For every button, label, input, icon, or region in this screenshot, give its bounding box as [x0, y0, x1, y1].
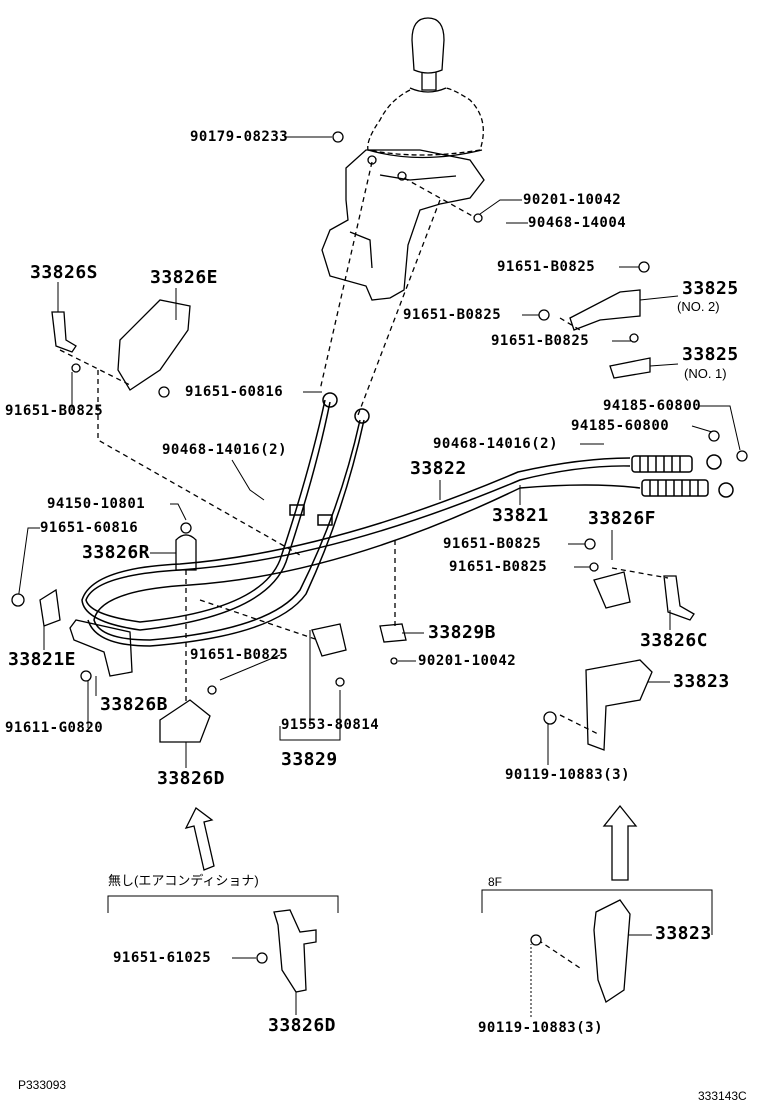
part-label: 33829 [281, 749, 338, 770]
part-label: 91651-B0825 [497, 259, 596, 275]
part-note: (NO. 1) [684, 366, 727, 381]
shift-knob [409, 17, 447, 93]
part-label: 90201-10042 [523, 192, 622, 208]
brackets [39, 289, 695, 1003]
part-label: 33826R [82, 542, 151, 563]
diagram-code-right: 333143C [698, 1089, 747, 1103]
part-label: 90179-08233 [190, 129, 289, 145]
part-label: 33829B [428, 622, 497, 643]
variant-label: 8F [488, 875, 503, 889]
part-label: 90468-14016(2) [162, 442, 288, 458]
shift-cables [81, 392, 734, 647]
shift-boot [367, 87, 484, 159]
part-label: 91611-G0820 [5, 720, 104, 736]
part-label: 33826D [157, 768, 226, 789]
leader-lines [17, 136, 741, 1017]
variant-label: 無し(エアコンディショナ) [108, 873, 259, 888]
diagram-code-left: P333093 [18, 1078, 67, 1092]
part-note: (NO. 2) [677, 299, 720, 314]
part-label: 33821E [8, 649, 77, 670]
part-label: 90119-10883(3) [478, 1020, 604, 1036]
part-label: 33826E [150, 267, 219, 288]
part-label: 90468-14016(2) [433, 436, 559, 452]
part-label: 91651-61025 [113, 950, 212, 966]
arrow-icons [184, 804, 638, 881]
part-label: 94185-60800 [603, 398, 702, 414]
bolt-icons [11, 131, 748, 964]
part-label: 91651-60816 [40, 520, 139, 536]
part-label: 91651-B0825 [449, 559, 548, 575]
part-label: 91651-B0825 [190, 647, 289, 663]
part-label: 33826S [30, 262, 99, 283]
part-label: 90119-10883(3) [505, 767, 631, 783]
part-label: 33826C [640, 630, 709, 651]
part-label: 33825 [682, 344, 739, 365]
part-label: 94150-10801 [47, 496, 146, 512]
part-label: 33822 [410, 458, 467, 479]
part-label: 90468-14004 [528, 215, 627, 231]
part-label: 91651-B0825 [443, 536, 542, 552]
part-label: 33825 [682, 278, 739, 299]
part-label: 33826F [588, 508, 657, 529]
part-label: 33826B [100, 694, 169, 715]
part-label: 91553-80814 [281, 717, 380, 733]
part-label: 33823 [655, 923, 712, 944]
shift-lever-housing [321, 149, 485, 301]
part-label: 33823 [673, 671, 730, 692]
part-label: 91651-B0825 [491, 333, 590, 349]
part-label: 90201-10042 [418, 653, 517, 669]
part-label: 33821 [492, 505, 549, 526]
part-label: 91651-B0825 [403, 307, 502, 323]
part-label: 91651-B0825 [5, 403, 104, 419]
part-label: 91651-60816 [185, 384, 284, 400]
part-label: 33826D [268, 1015, 337, 1036]
part-label: 94185-60800 [571, 418, 670, 434]
